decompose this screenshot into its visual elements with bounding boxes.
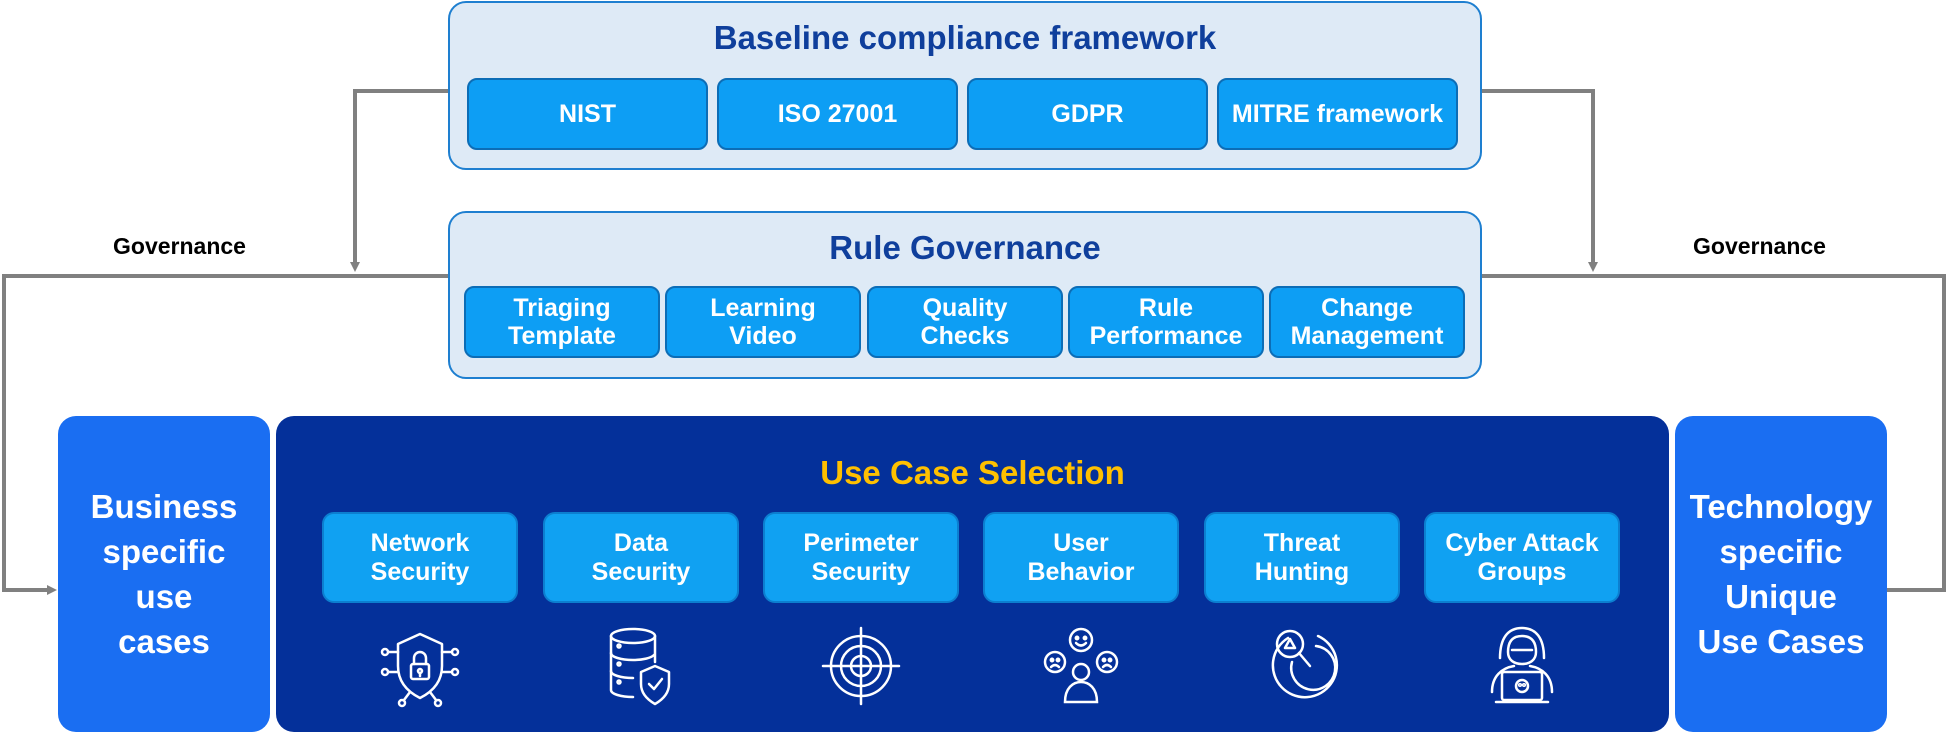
baseline-item-nist: NIST bbox=[467, 78, 708, 150]
network-security-icon bbox=[380, 632, 460, 708]
technology-specific-use-cases-box: Technology specific Unique Use Cases bbox=[1675, 416, 1887, 732]
baseline-compliance-panel: Baseline compliance framework NIST ISO 2… bbox=[448, 1, 1482, 170]
rule-governance-item-change-management: Change Management bbox=[1269, 286, 1465, 358]
baseline-item-mitre-framework: MITRE framework bbox=[1217, 78, 1458, 150]
rule-governance-item-quality-checks: Quality Checks bbox=[867, 286, 1063, 358]
left-governance-arrow bbox=[350, 89, 448, 272]
rule-governance-item-triaging-template: Triaging Template bbox=[464, 286, 660, 358]
threat-radar-icon bbox=[1271, 629, 1339, 699]
right-governance-arrow bbox=[1482, 89, 1598, 272]
target-icon bbox=[821, 626, 901, 706]
use-case-selection-title: Use Case Selection bbox=[820, 454, 1125, 491]
use-case-user-behavior: User Behavior bbox=[983, 512, 1179, 603]
use-case-cyber-attack-groups: Cyber Attack Groups bbox=[1424, 512, 1620, 603]
baseline-item-iso-27001: ISO 27001 bbox=[717, 78, 958, 150]
use-case-threat-hunting: Threat Hunting bbox=[1204, 512, 1400, 603]
rule-governance-title: Rule Governance bbox=[829, 229, 1101, 266]
use-case-selection-panel: Use Case Selection Network Security Data… bbox=[276, 416, 1669, 732]
business-specific-use-cases-box: Business specific use cases bbox=[58, 416, 270, 732]
user-emotions-icon bbox=[1043, 627, 1119, 704]
rule-governance-item-rule-performance: Rule Performance bbox=[1068, 286, 1264, 358]
rule-governance-item-learning-video: Learning Video bbox=[665, 286, 861, 358]
use-case-network-security: Network Security bbox=[322, 512, 518, 603]
hacker-icon bbox=[1490, 626, 1554, 704]
right-technology-connector bbox=[1482, 274, 1946, 592]
governance-label-left: Governance bbox=[113, 233, 246, 259]
database-shield-icon bbox=[609, 627, 671, 706]
governance-label-right: Governance bbox=[1693, 233, 1826, 259]
baseline-compliance-title: Baseline compliance framework bbox=[713, 19, 1217, 56]
use-case-data-security: Data Security bbox=[543, 512, 739, 603]
left-business-connector bbox=[2, 274, 448, 595]
rule-governance-panel: Rule Governance Triaging Template Learni… bbox=[448, 211, 1482, 379]
baseline-item-gdpr: GDPR bbox=[967, 78, 1208, 150]
use-case-perimeter-security: Perimeter Security bbox=[763, 512, 959, 603]
